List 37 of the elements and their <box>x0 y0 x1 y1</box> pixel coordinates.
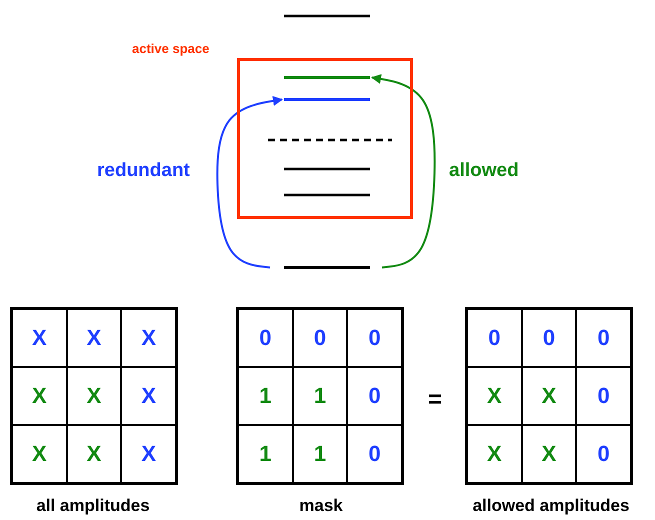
matrix-cell: 0 <box>467 309 522 367</box>
matrix-caption: all amplitudes <box>36 496 150 516</box>
matrix-cell: 0 <box>576 425 631 483</box>
matrix-cell: X <box>522 367 576 425</box>
matrix-cell: 0 <box>576 309 631 367</box>
matrix-cell: X <box>467 367 522 425</box>
matrix-cell: 1 <box>292 367 348 425</box>
curved-arrow <box>371 74 436 268</box>
matrix-cell: 1 <box>238 367 293 425</box>
matrix-cell: X <box>522 425 576 483</box>
matrix-cell: X <box>121 309 176 367</box>
matrix-cell: 0 <box>576 367 631 425</box>
matrix-caption: allowed amplitudes <box>472 496 630 516</box>
matrix-cell: X <box>12 425 67 483</box>
energy-level-line <box>284 98 370 101</box>
matrix-cell: 0 <box>347 425 402 483</box>
matrix-cell: 0 <box>522 309 576 367</box>
matrix-cell: 0 <box>238 309 293 367</box>
matrix-cell: X <box>121 425 176 483</box>
matrix-cell: 1 <box>292 425 348 483</box>
matrix-cell: 0 <box>347 309 402 367</box>
matrix-cell: X <box>121 367 176 425</box>
matrix-cell: X <box>12 367 67 425</box>
matrix-cell: X <box>66 309 122 367</box>
curved-arrow <box>216 96 283 268</box>
matrix-cell: X <box>12 309 67 367</box>
matrix-cell: 0 <box>347 367 402 425</box>
matrix-cell: X <box>66 425 122 483</box>
energy-level-line <box>284 76 370 79</box>
matrix-cell: 1 <box>238 425 293 483</box>
equals-sign: = <box>428 386 442 414</box>
matrix-cell: X <box>467 425 522 483</box>
energy-level-line <box>284 266 370 269</box>
matrix-cell: 0 <box>292 309 348 367</box>
matrix-caption: mask <box>299 496 343 516</box>
matrix-cell: X <box>66 367 122 425</box>
frame-heading: active space <box>132 41 210 56</box>
